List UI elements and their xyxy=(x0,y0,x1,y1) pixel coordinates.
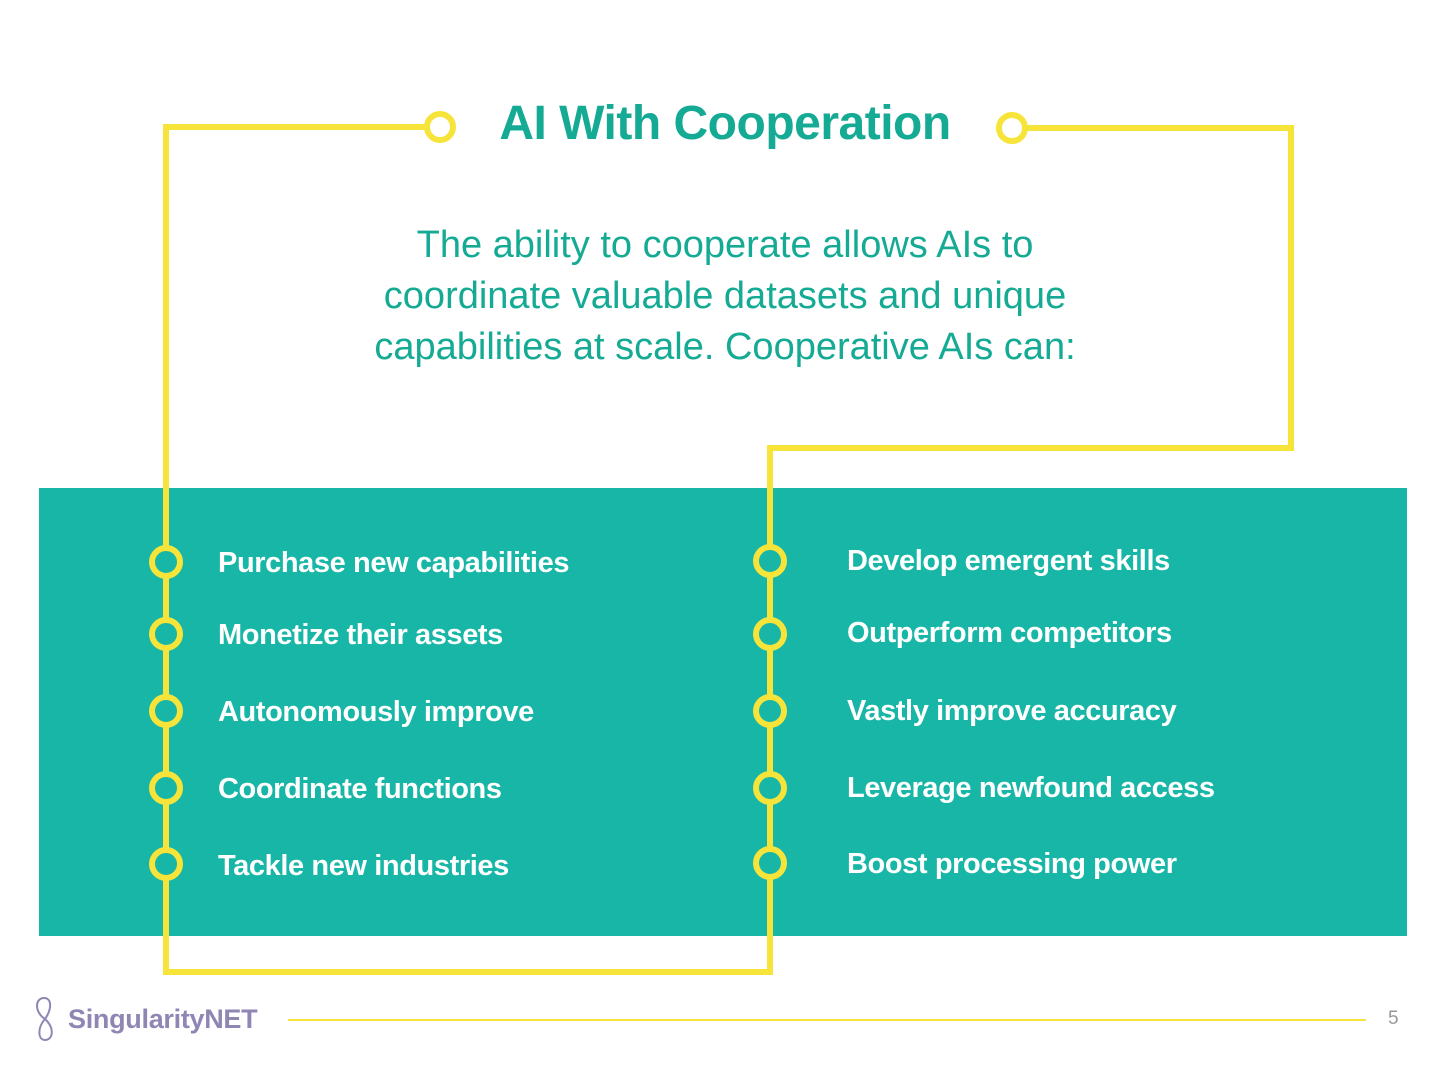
right-item: Boost processing power xyxy=(847,848,1177,880)
bullet-node-icon xyxy=(753,544,787,578)
left-item: Monetize their assets xyxy=(218,619,503,651)
title-left-node-icon xyxy=(424,111,456,143)
bullet-node-icon xyxy=(149,617,183,651)
left-item: Purchase new capabilities xyxy=(218,547,570,579)
singularitynet-logo-icon xyxy=(36,996,53,1042)
intro-line: coordinate valuable datasets and unique xyxy=(383,275,1067,317)
intro-text: The ability to cooperate allows AIs to c… xyxy=(300,220,1150,373)
capabilities-panel xyxy=(39,488,1407,936)
left-item: Tackle new industries xyxy=(218,850,509,882)
page-title: AI With Cooperation xyxy=(499,97,951,150)
title-right-node-icon xyxy=(996,112,1028,144)
bullet-node-icon xyxy=(753,617,787,651)
left-item: Autonomously improve xyxy=(218,696,534,728)
right-item: Leverage newfound access xyxy=(847,772,1215,804)
left-item: Coordinate functions xyxy=(218,773,502,805)
intro-line: capabilities at scale. Cooperative AIs c… xyxy=(374,326,1076,368)
bullet-node-icon xyxy=(753,846,787,880)
brand: SingularityNET xyxy=(30,994,258,1044)
bullet-node-icon xyxy=(753,694,787,728)
intro-line: The ability to cooperate allows AIs to xyxy=(416,224,1034,266)
footer-divider xyxy=(288,1019,1366,1021)
bullet-node-icon xyxy=(753,771,787,805)
bullet-node-icon xyxy=(149,771,183,805)
bullet-node-icon xyxy=(149,545,183,579)
right-item: Develop emergent skills xyxy=(847,545,1170,577)
bullet-node-icon xyxy=(149,694,183,728)
page-number: 5 xyxy=(1388,1008,1399,1029)
right-item: Outperform competitors xyxy=(847,617,1172,649)
right-item: Vastly improve accuracy xyxy=(847,695,1177,727)
bullet-node-icon xyxy=(149,847,183,881)
brand-name: SingularityNET xyxy=(68,1003,258,1034)
